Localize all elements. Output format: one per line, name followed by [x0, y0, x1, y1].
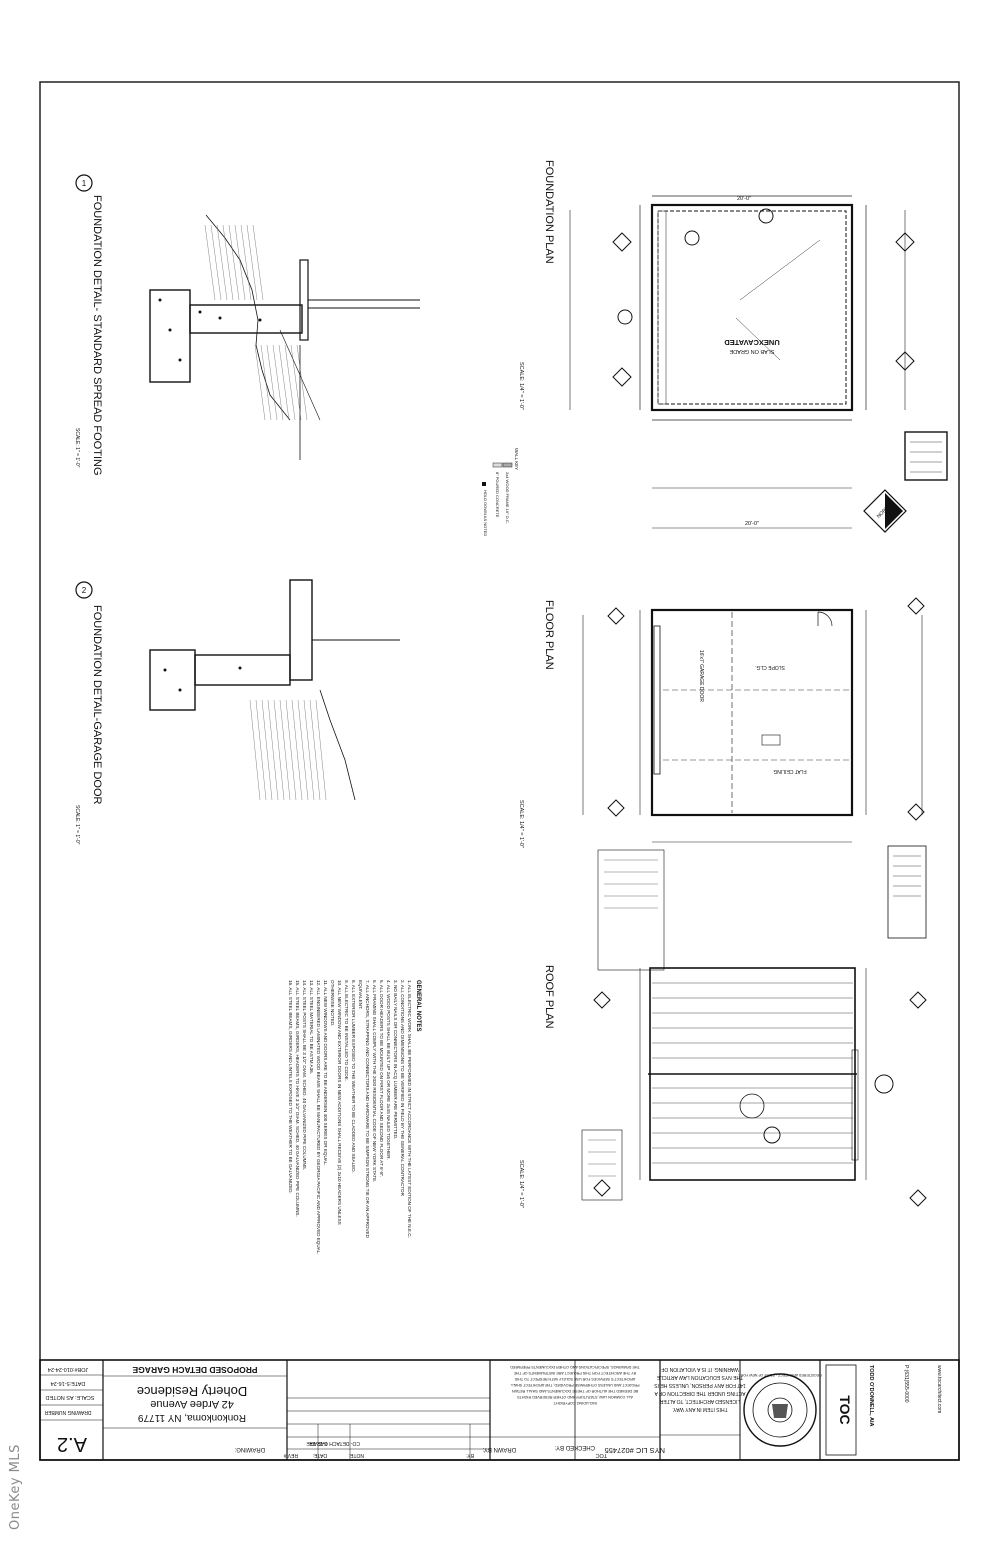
- general-note-line: 11. ALL NEW WINDOWS AND DOORS ARE TO BE …: [323, 980, 328, 1166]
- note-label: NOTE:: [349, 1452, 364, 1458]
- address-line-1: 42 Ardee Avenue: [150, 1398, 234, 1410]
- detail-2-number: 2: [82, 586, 87, 595]
- copyright-line: INCLUDING COPYRIGHT.: [553, 1401, 597, 1405]
- detail-1-scale: SCALE: 1" = 1'-0": [74, 428, 80, 468]
- unexcavated-label: UNEXCAVATED: [724, 338, 780, 347]
- general-note-line: 5. ALL DOOR HEADERS TO BE MOUNTED ON FIR…: [379, 980, 384, 1177]
- general-notes: 1. ALL ELECTRIC WORK SHALL BE PERFORMED …: [288, 980, 412, 1255]
- general-note-line: 10. ALL NEW WINDOW AND EXTERIOR DOORS IN…: [337, 980, 342, 1225]
- firm-phone: P:(631)555-0000: [903, 1365, 909, 1403]
- slab-on-grade-label: SLAB ON GRADE: [729, 348, 774, 354]
- copyright-line: ARCHITECT'S SERVICES FOR USE SOLELY WITH…: [514, 1377, 635, 1381]
- warning-text: WARNING: IT IS A VIOLATION OF THE NYS EDU…: [654, 1366, 746, 1412]
- gravel-hatch-2: [249, 699, 327, 801]
- general-note-line: 1. ALL ELECTRIC WORK SHALL BE PERFORMED …: [407, 980, 412, 1238]
- copyright-line: PROJECT AND UNLESS OTHERWISE PROVIDED, T…: [510, 1383, 639, 1387]
- drawing-label: DRAWING:: [234, 1446, 265, 1452]
- client-name: Doherty Residence: [137, 1384, 248, 1399]
- warning-line: ACTING UNDER THE DIRECTION OF A: [654, 1390, 746, 1396]
- copyright-text: THE DRAWINGS, SPECIFICATIONS AND OTHER D…: [510, 1365, 640, 1405]
- drawn-by-label: DRAWN BY:: [482, 1446, 516, 1452]
- architect-seal: [743, 1373, 817, 1447]
- sheet-scale: SCALE: AS NOTED: [46, 1394, 95, 1400]
- detail-1-title: FOUNDATION DETAIL- STANDARD SPREAD FOOTI…: [91, 195, 103, 476]
- firm-logo: TOC: [837, 1395, 853, 1424]
- roof-plan: [581, 967, 927, 1207]
- drawing-number-label: DRAWING NUMBER: [44, 1409, 91, 1415]
- general-note-line: OTHERWISE NOTED.: [330, 980, 335, 1026]
- foundation-plan-title: FOUNDATION PLAN: [543, 160, 555, 264]
- detail-2-scale: SCALE: 1" = 1'-0": [74, 805, 80, 845]
- checked-by-value: TOC: [595, 1452, 607, 1458]
- floor-plan-title: FLOOR PLAN: [543, 600, 555, 670]
- general-note-line: 12. ALL ENGINEERED LAMINATED WOOD BEAMS …: [316, 980, 321, 1255]
- warning-line: WARNING: IT IS A VIOLATION OF: [661, 1366, 738, 1372]
- by-label: BY:: [466, 1452, 474, 1458]
- wall-key-title: WALL KEY: [514, 448, 519, 470]
- warning-line: LICENSED ARCHITECT, TO ALTER: [659, 1398, 740, 1404]
- seal-text: REGISTERED ARCHITECT · STATE OF NEW YORK: [738, 1373, 822, 1377]
- rev-label: REV #: [283, 1452, 298, 1458]
- roof-plan-scale: SCALE: 1/4" = 1'-0": [518, 1160, 524, 1208]
- date-label: DATE:: [313, 1452, 327, 1458]
- sheet-date: DATE:5-16-24: [51, 1380, 86, 1386]
- general-note-line: 3. NO BAILY NAILS OR CONNECTORS IN ACQ L…: [393, 980, 398, 1139]
- project-title: PROPOSED DETACH GARAGE: [132, 1365, 257, 1375]
- floor-plan-scale: SCALE: 1/4" = 1'-0": [518, 800, 524, 848]
- general-notes-title: GENERAL NOTES: [415, 980, 421, 1032]
- warning-line: THIS ITEM IN ANY WAY.: [672, 1406, 727, 1412]
- nys-license: NYS LIC #027455: [605, 1446, 665, 1455]
- firm-website: www.tocarchitect.com: [936, 1365, 942, 1413]
- general-note-line: 2. ALL CONDITIONS AND DIMENSIONS TO BE V…: [400, 980, 405, 1197]
- floor-plan: [582, 527, 927, 971]
- warning-line: 147 FOR ANY PERSON, UNLESS HE IS: [654, 1382, 746, 1388]
- wall-key-item-3: HOLD DOWN AS NOTED: [483, 490, 488, 536]
- foundation-plan-scale: SCALE: 1/4" = 1'-0": [518, 362, 524, 410]
- copyright-line: BE DEEMED THE AUTHOR OF THESE DOCUMENTS …: [512, 1389, 638, 1393]
- gravel-hatch-1: [204, 224, 308, 421]
- watermark: OneKey MLS: [8, 1444, 23, 1530]
- detail-1-number: 1: [82, 179, 87, 188]
- copyright-line: ALL COMMON LAW, STATUTORY AND OTHER RESE…: [517, 1395, 633, 1399]
- general-note-line: 16. ALL STEEL BEAMS, GIRDERS AND LINTELS…: [288, 980, 293, 1194]
- garage-door-label: 16'x7' GARAGE DOOR: [698, 650, 704, 702]
- detail-2-title: FOUNDATION DETAIL-GARAGE DOOR: [91, 605, 103, 804]
- checked-by-label: CHECKED BY:: [554, 1444, 595, 1450]
- flat-ceiling-label: FLAT CEILING: [773, 768, 806, 774]
- roof-plan-title: ROOF PLAN: [543, 965, 555, 1029]
- copyright-line: BY THE ARCHITECT FOR THIS PROJECT ARE IN…: [514, 1371, 636, 1375]
- general-note-line: 6. ALL FRAMING SHALL COMPLY WITH THE 202…: [372, 980, 377, 1182]
- foundation-detail-2: [75, 579, 400, 801]
- contractor-note-box: [904, 431, 948, 481]
- wall-key: [482, 462, 513, 486]
- general-note-line: 4. ALL WOOD POSTS SHALL BE BUILT UP 2x6 …: [386, 980, 391, 1160]
- revision-date: 8-22-24: [310, 1440, 327, 1446]
- general-note-line: 14. ALL STEEL POSTS SHALL BE 3 1/2" DIAM…: [302, 980, 307, 1170]
- foundation-plan: [569, 195, 948, 533]
- firm-name: TODD O'DONNELL, AIA: [868, 1365, 874, 1427]
- general-note-line: 8. ALL EXTERIOR LUMBER EXPOSED TO THE WE…: [351, 980, 356, 1173]
- north-arrow-icon: [863, 489, 907, 533]
- general-note-line: 9. ALL ELECTRIC TO BE INSTALLED TO CODE.: [344, 980, 349, 1081]
- slope-clg-label: SLOPE CLG.: [755, 664, 785, 670]
- title-block: [39, 1359, 960, 1461]
- foundation-detail-1: [75, 174, 420, 460]
- dim-20-foundation: 20'-0": [737, 196, 751, 202]
- drawing-number: A.2: [57, 1433, 87, 1455]
- general-note-line: 15. ALL STEEL BEAMS, GIRDERS, HEADERS TO…: [295, 980, 300, 1217]
- job-number: JOB#:010-24-24: [48, 1366, 88, 1372]
- general-note-line: 7. ALL ANCHORS, STRAPPING AND CONNECTORS…: [365, 980, 370, 1239]
- general-note-line: EQUIVALENT.: [358, 980, 363, 1010]
- copyright-line: THE DRAWINGS, SPECIFICATIONS AND OTHER D…: [510, 1365, 640, 1369]
- address-line-2: Ronkonkoma, NY 11779: [138, 1412, 246, 1423]
- general-note-line: 13. ALL STEEL MATERIAL TO BE ASTM A36.: [309, 980, 314, 1074]
- revision-note: CO- DETACH GARAGE: [306, 1440, 360, 1446]
- dim-20-floor: 20'-0": [745, 521, 759, 527]
- wall-key-item-2: 8" POURED CONCRETE: [495, 472, 500, 518]
- sheet-border: [39, 81, 960, 1461]
- wall-key-item-1: 2x4 WOOD FRAME 16" O.C.: [505, 472, 510, 524]
- warning-line: THE NYS EDUCATION LAW ARTICLE: [656, 1374, 743, 1380]
